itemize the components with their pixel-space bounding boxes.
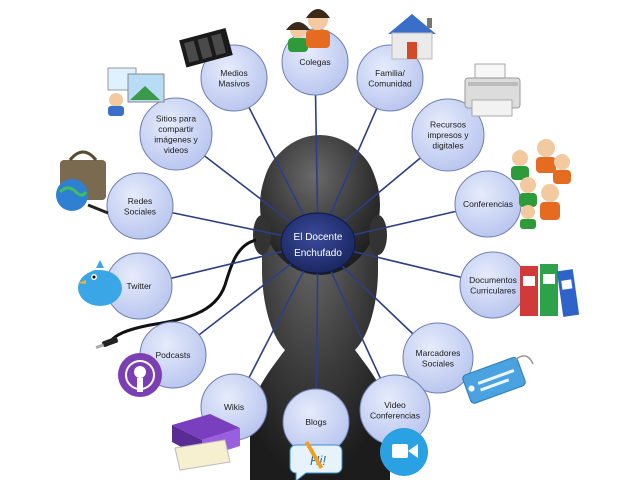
node-circle-medios (200, 44, 268, 112)
node-circle-marcadores (402, 322, 474, 394)
binders-icon (520, 264, 580, 317)
podcast-icon (118, 353, 162, 397)
node-label-sitios-0: Sitios para (156, 113, 196, 123)
node-label-familia-1: Comunidad (368, 78, 412, 88)
node-label-sitios-2: imágenes y (154, 134, 198, 144)
audience-icon (511, 139, 571, 229)
node-label-familia-0: Familia/ (375, 68, 405, 78)
node-label-colegas-0: Colegas (299, 57, 330, 67)
people-icon (286, 9, 330, 52)
video-camera-icon (380, 428, 428, 476)
center-label-line-2: Enchufado (294, 248, 342, 259)
node-label-recursos-1: impresos y (427, 130, 469, 140)
photos-icon (107, 67, 165, 116)
center-node: El Docente Enchufado (280, 212, 356, 274)
node-label-redes-1: Sociales (124, 206, 156, 216)
node-label-sitios-1: compartir (158, 124, 194, 134)
audio-cable (95, 238, 257, 350)
center-label-line-1: El Docente (294, 232, 343, 243)
node-label-wikis-0: Wikis (224, 402, 244, 412)
node-label-marcadores-0: Marcadores (416, 348, 461, 358)
node-label-conferencias-0: Conferencias (463, 199, 513, 209)
node-label-video-1: Conferencias (370, 410, 420, 420)
node-label-documentos-0: Documentos (469, 275, 517, 285)
node-label-medios-0: Medios (220, 68, 247, 78)
icons: Hi! (56, 9, 580, 480)
globe-bag-icon (56, 150, 109, 215)
node-label-blogs-0: Blogs (305, 417, 326, 427)
tag-icon (462, 355, 534, 404)
nodes: ColegasFamilia/ComunidadRecursosimpresos… (105, 28, 527, 456)
bird-icon (78, 260, 122, 306)
node-label-sitios-3: videos (164, 145, 189, 155)
node-label-marcadores-1: Sociales (422, 358, 454, 368)
node-familia: Familia/Comunidad (356, 44, 424, 112)
stacked-box-icon (172, 414, 240, 471)
node-label-twitter-0: Twitter (126, 281, 151, 291)
node-label-recursos-2: digitales (432, 141, 463, 151)
house-icon (388, 14, 436, 60)
node-label-video-0: Video (384, 400, 406, 410)
film-icon (179, 28, 233, 68)
node-circle-redes (106, 172, 174, 240)
node-circle-familia (356, 44, 424, 112)
node-conferencias: Conferencias (454, 170, 522, 238)
printer-icon (464, 63, 521, 117)
pen-bubble-icon: Hi! (289, 441, 343, 480)
node-label-podcasts-0: Podcasts (156, 350, 191, 360)
node-label-recursos-0: Recursos (430, 120, 466, 130)
node-label-documentos-1: Curriculares (470, 285, 516, 295)
node-circle-sitios (139, 97, 213, 171)
node-label-medios-1: Masivos (218, 78, 249, 88)
node-circle-recursos (411, 98, 485, 172)
node-label-redes-0: Redes (128, 196, 153, 206)
